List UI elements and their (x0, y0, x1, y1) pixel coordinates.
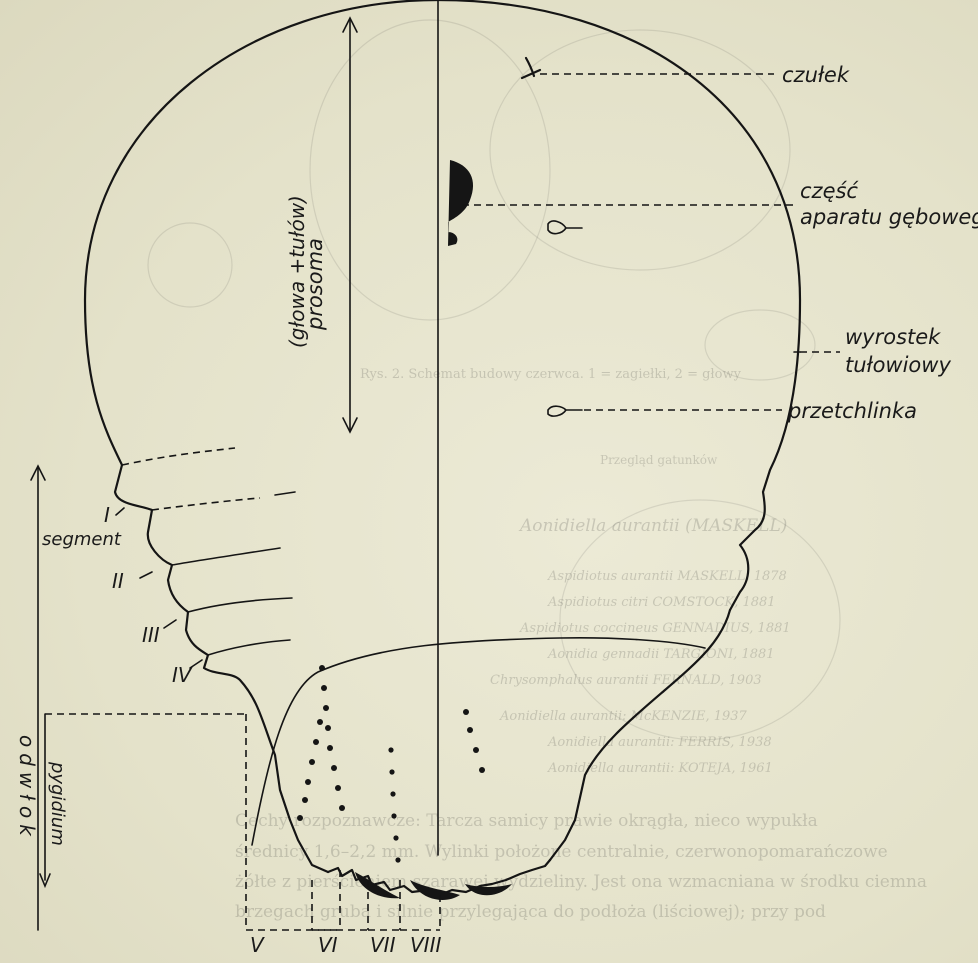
bleed-line-15: brzegach gruba i silnie przylegająca do … (235, 902, 826, 922)
bleed-line-11: Aonidiella aurantii: KOTEJA, 1961 (547, 761, 773, 776)
bleed-line-4: Aspidiotus aurantii MASKELL, 1878 (547, 569, 787, 584)
bleed-line-2: Przegląd gatunków (600, 453, 718, 467)
label-mouthparts-1: część (800, 179, 859, 203)
label-spiracle: przetchlinka (787, 399, 917, 423)
bleed-line-12: Cechy rozpoznawcze: Tarcza samicy prawie… (235, 811, 818, 831)
label-antenna: czułek (782, 63, 850, 87)
prosoma-outline-left (85, 0, 438, 465)
segment-V: V (250, 933, 265, 957)
bleed-line-6: Aspidiotus coccineus GENNADIUS, 1881 (519, 621, 791, 636)
antenna-mark (522, 58, 540, 78)
bleed-line-9: Aonidiella aurantii: McKENZIE, 1937 (499, 709, 748, 724)
prosoma-arrow (343, 18, 357, 432)
bleed-line-1: Rys. 2. Schemat budowy czerwca. 1 = zagi… (360, 367, 742, 382)
spiracle-front (548, 221, 582, 234)
segment-boundary-2 (152, 498, 260, 510)
segment-boundary-2b (275, 492, 295, 495)
segment-VII: VII (370, 933, 396, 957)
pygidium-bracket (40, 714, 246, 886)
label-segment: segment (42, 529, 122, 550)
label-process-2: tułowiowy (845, 353, 951, 377)
bleed-line-7: Aonidia gennadii TARGIONI, 1881 (547, 647, 775, 662)
segment-boundary-4 (188, 598, 292, 612)
segment-I: I (104, 503, 110, 527)
label-prosoma-sub: (głowa +tułów) (285, 195, 309, 348)
bleed-line-14: żółte z pierścieniem szarawej wydzieliny… (235, 872, 927, 892)
spiracle-rear (548, 406, 582, 416)
segment-boundary-5 (208, 640, 290, 655)
segment-IV: IV (172, 663, 193, 687)
segment-boundary-3 (172, 548, 280, 565)
bleed-line-3: Aonidiella aurantii (MASKELL) (518, 516, 787, 536)
label-process-1: wyrostek (845, 325, 941, 349)
bleed-line-8: Chrysomphalus aurantii FERNALD, 1903 (490, 673, 762, 688)
segment-VIII: VIII (410, 933, 441, 957)
label-mouthparts-2: aparatu gębowego (800, 205, 978, 229)
segment-II: II (112, 569, 124, 593)
segment-VI: VI (318, 933, 338, 957)
label-pygidium: pygidium (47, 761, 68, 846)
bleed-line-10: Aonidiella aurantii: FERRIS, 1938 (547, 735, 772, 750)
segment-III: III (142, 623, 160, 647)
segment-boundary-1 (122, 448, 235, 465)
bleed-line-5: Aspidiotus citri COMSTOCK, 1881 (547, 595, 776, 610)
duct-dots (297, 665, 485, 863)
label-abdomen: odwłok (15, 735, 39, 842)
mouthparts-mark (448, 160, 473, 246)
